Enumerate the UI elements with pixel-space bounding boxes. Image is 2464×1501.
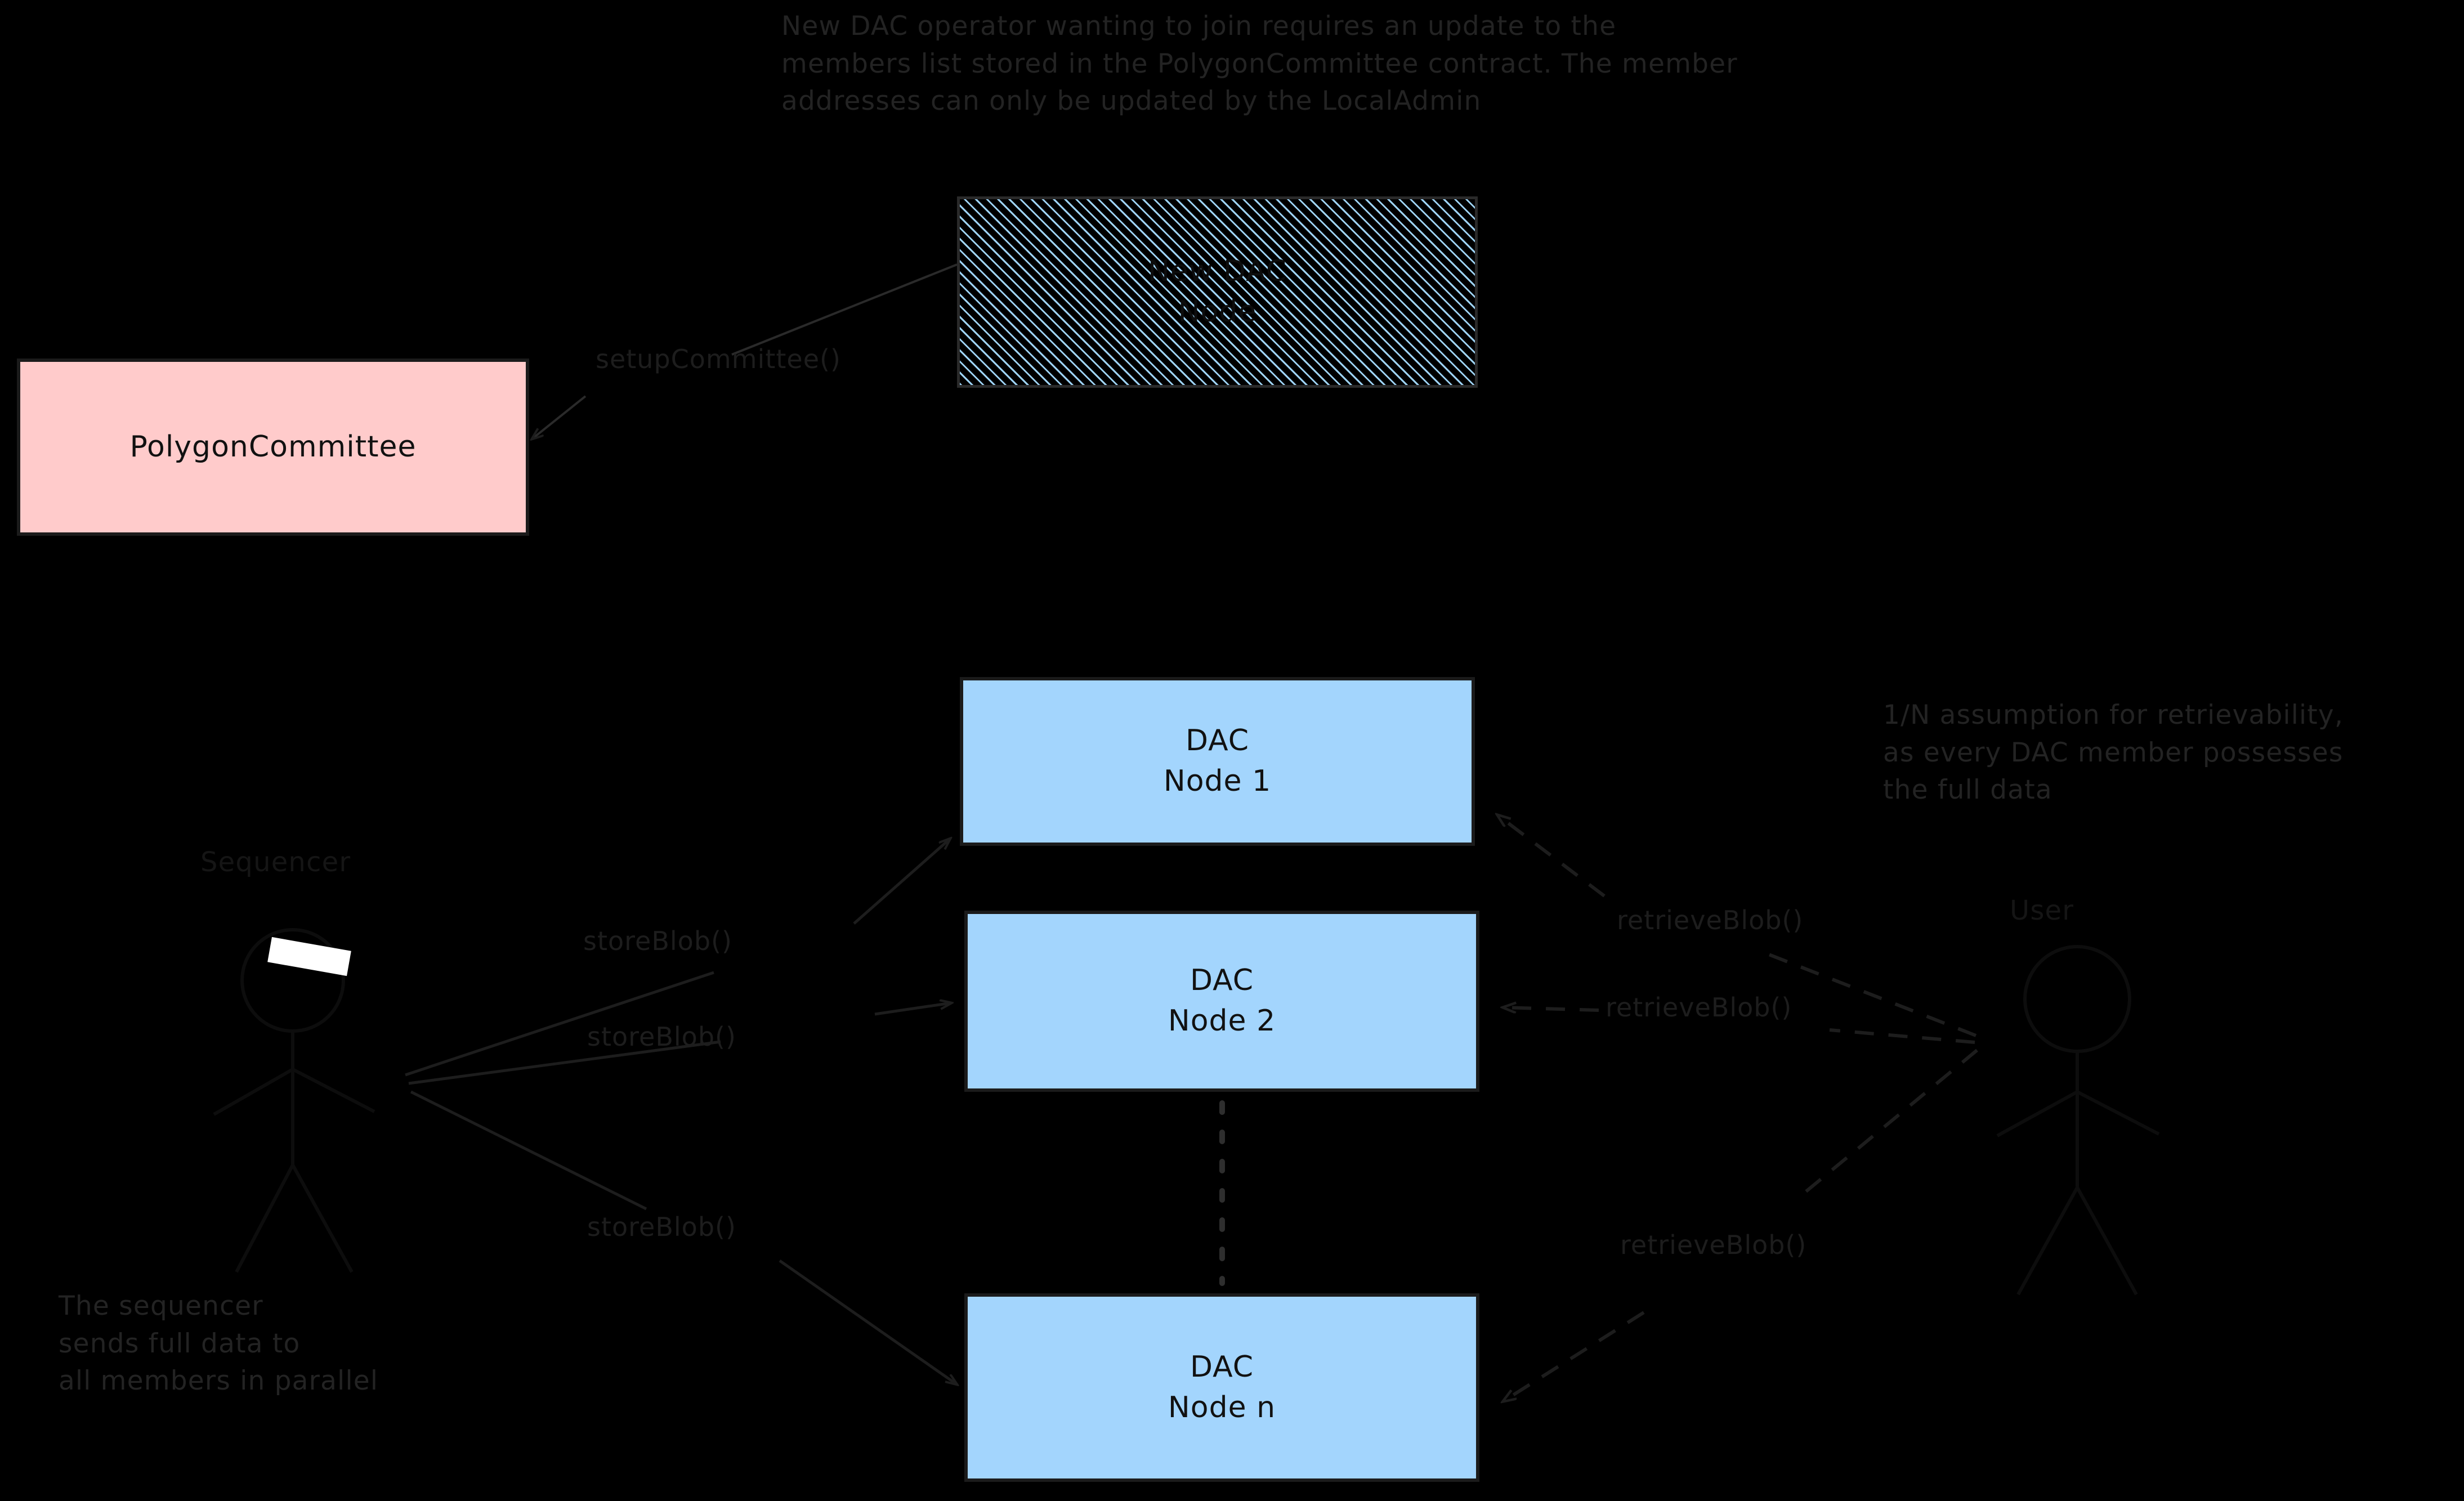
edge-label-store-blob-3: storeBlob(): [587, 1212, 736, 1242]
edge-label-store-blob-1: storeBlob(): [583, 926, 732, 956]
node-polygon-committee-label: PolygonCommittee: [129, 429, 417, 464]
annotation-sequencer-parallel: The sequencer sends full data to all mem…: [59, 1291, 379, 1397]
edge-retrieve-blob-3: [1503, 1049, 1978, 1401]
node-dac-node-1-label: DAC Node 1: [1163, 724, 1272, 798]
node-new-dac-node[interactable]: New DAC Node: [957, 196, 1478, 388]
sequencer-actor-figure: [213, 928, 375, 1273]
node-dac-node-1[interactable]: DAC Node 1: [960, 677, 1475, 846]
sequencer-label: Sequencer: [200, 846, 351, 878]
edge-label-retrieve-blob-2: retrieveBlob(): [1606, 992, 1792, 1023]
edge-label-setup-committee: setupCommittee(): [596, 344, 841, 374]
edge-label-retrieve-blob-3: retrieveBlob(): [1620, 1230, 1807, 1260]
edge-label-retrieve-blob-1: retrieveBlob(): [1617, 905, 1804, 935]
annotation-retrievability: 1/N assumption for retrievability, as ev…: [1883, 700, 2344, 806]
node-dac-node-2-label: DAC Node 2: [1168, 964, 1276, 1038]
node-polygon-committee[interactable]: PolygonCommittee: [17, 359, 529, 536]
edge-label-store-blob-2: storeBlob(): [587, 1021, 736, 1052]
node-dac-node-n-label: DAC Node n: [1168, 1350, 1276, 1424]
node-dac-node-n[interactable]: DAC Node n: [964, 1293, 1479, 1482]
node-dac-node-2[interactable]: DAC Node 2: [964, 911, 1479, 1092]
annotation-new-operator: New DAC operator wanting to join require…: [781, 11, 1738, 117]
user-label: User: [2010, 895, 2074, 926]
sequencer-badge-icon: [267, 937, 351, 976]
user-actor-figure: [1996, 945, 2160, 1296]
node-new-dac-node-label: New DAC Node: [1147, 254, 1287, 329]
